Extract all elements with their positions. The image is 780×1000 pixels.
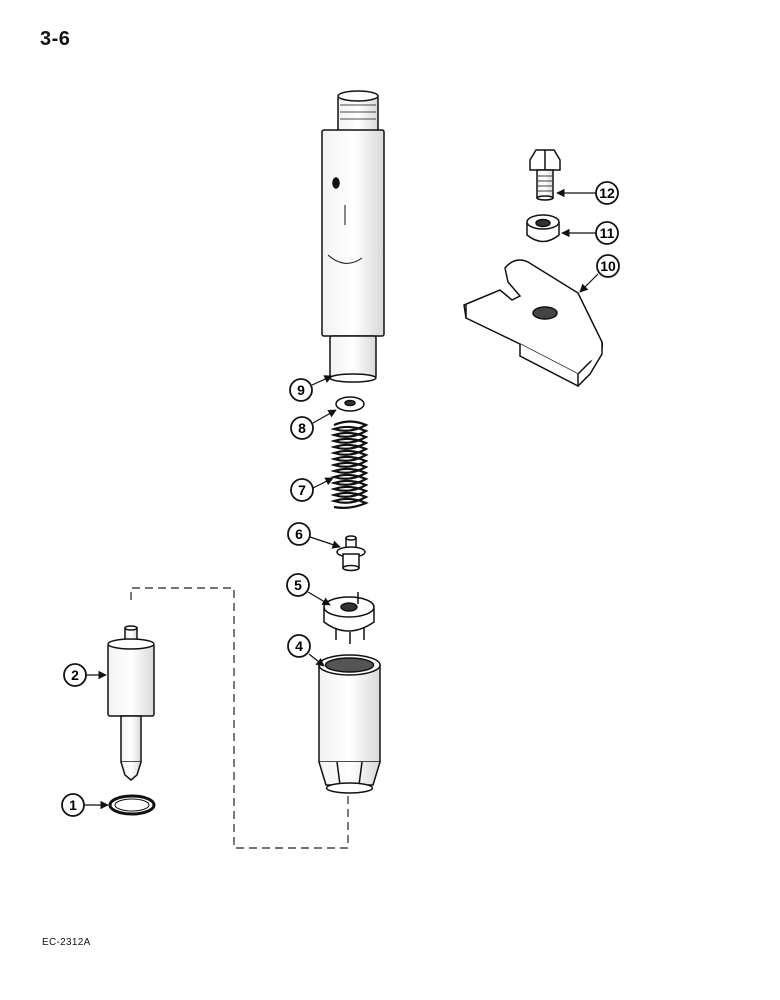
- callout-4-label: 4: [295, 638, 303, 654]
- callout-7: 7: [290, 477, 334, 502]
- shim-washer-icon: [335, 396, 365, 412]
- callout-10: 10: [579, 254, 620, 293]
- callout-2-label: 2: [71, 667, 79, 683]
- callout-1: 1: [61, 793, 109, 817]
- page-number: 3-6: [40, 28, 71, 50]
- figure-code: EC-2312A: [42, 937, 91, 948]
- callout-12: 12: [556, 181, 619, 205]
- callout-10-label: 10: [600, 258, 616, 274]
- spacer-plate-icon: [323, 592, 375, 644]
- spring-icon: [330, 420, 369, 509]
- washer-icon: [526, 214, 560, 243]
- callout-9-label: 9: [297, 382, 305, 398]
- o-ring-icon: [108, 794, 156, 816]
- callout-2: 2: [63, 663, 107, 687]
- callout-4: 4: [287, 634, 325, 667]
- spring-seat-icon: [336, 535, 366, 572]
- callout-5: 5: [286, 573, 331, 606]
- callout-11-label: 11: [600, 225, 615, 241]
- callout-1-label: 1: [69, 797, 77, 813]
- callout-11: 11: [561, 221, 619, 245]
- callout-5-label: 5: [294, 577, 302, 593]
- clamp-icon: [463, 259, 603, 388]
- bolt-icon: [529, 149, 561, 201]
- injector-nozzle-icon: [107, 625, 155, 781]
- callout-9: 9: [289, 375, 333, 402]
- callout-6-label: 6: [295, 526, 303, 542]
- callout-8: 8: [290, 409, 337, 440]
- callout-6: 6: [287, 522, 341, 549]
- callout-8-label: 8: [298, 420, 306, 436]
- alignment-dashed-line: [130, 587, 349, 849]
- injector-body-icon: [321, 90, 385, 383]
- nozzle-nut-icon: [318, 654, 381, 794]
- callout-7-label: 7: [298, 482, 306, 498]
- callout-12-label: 12: [599, 185, 615, 201]
